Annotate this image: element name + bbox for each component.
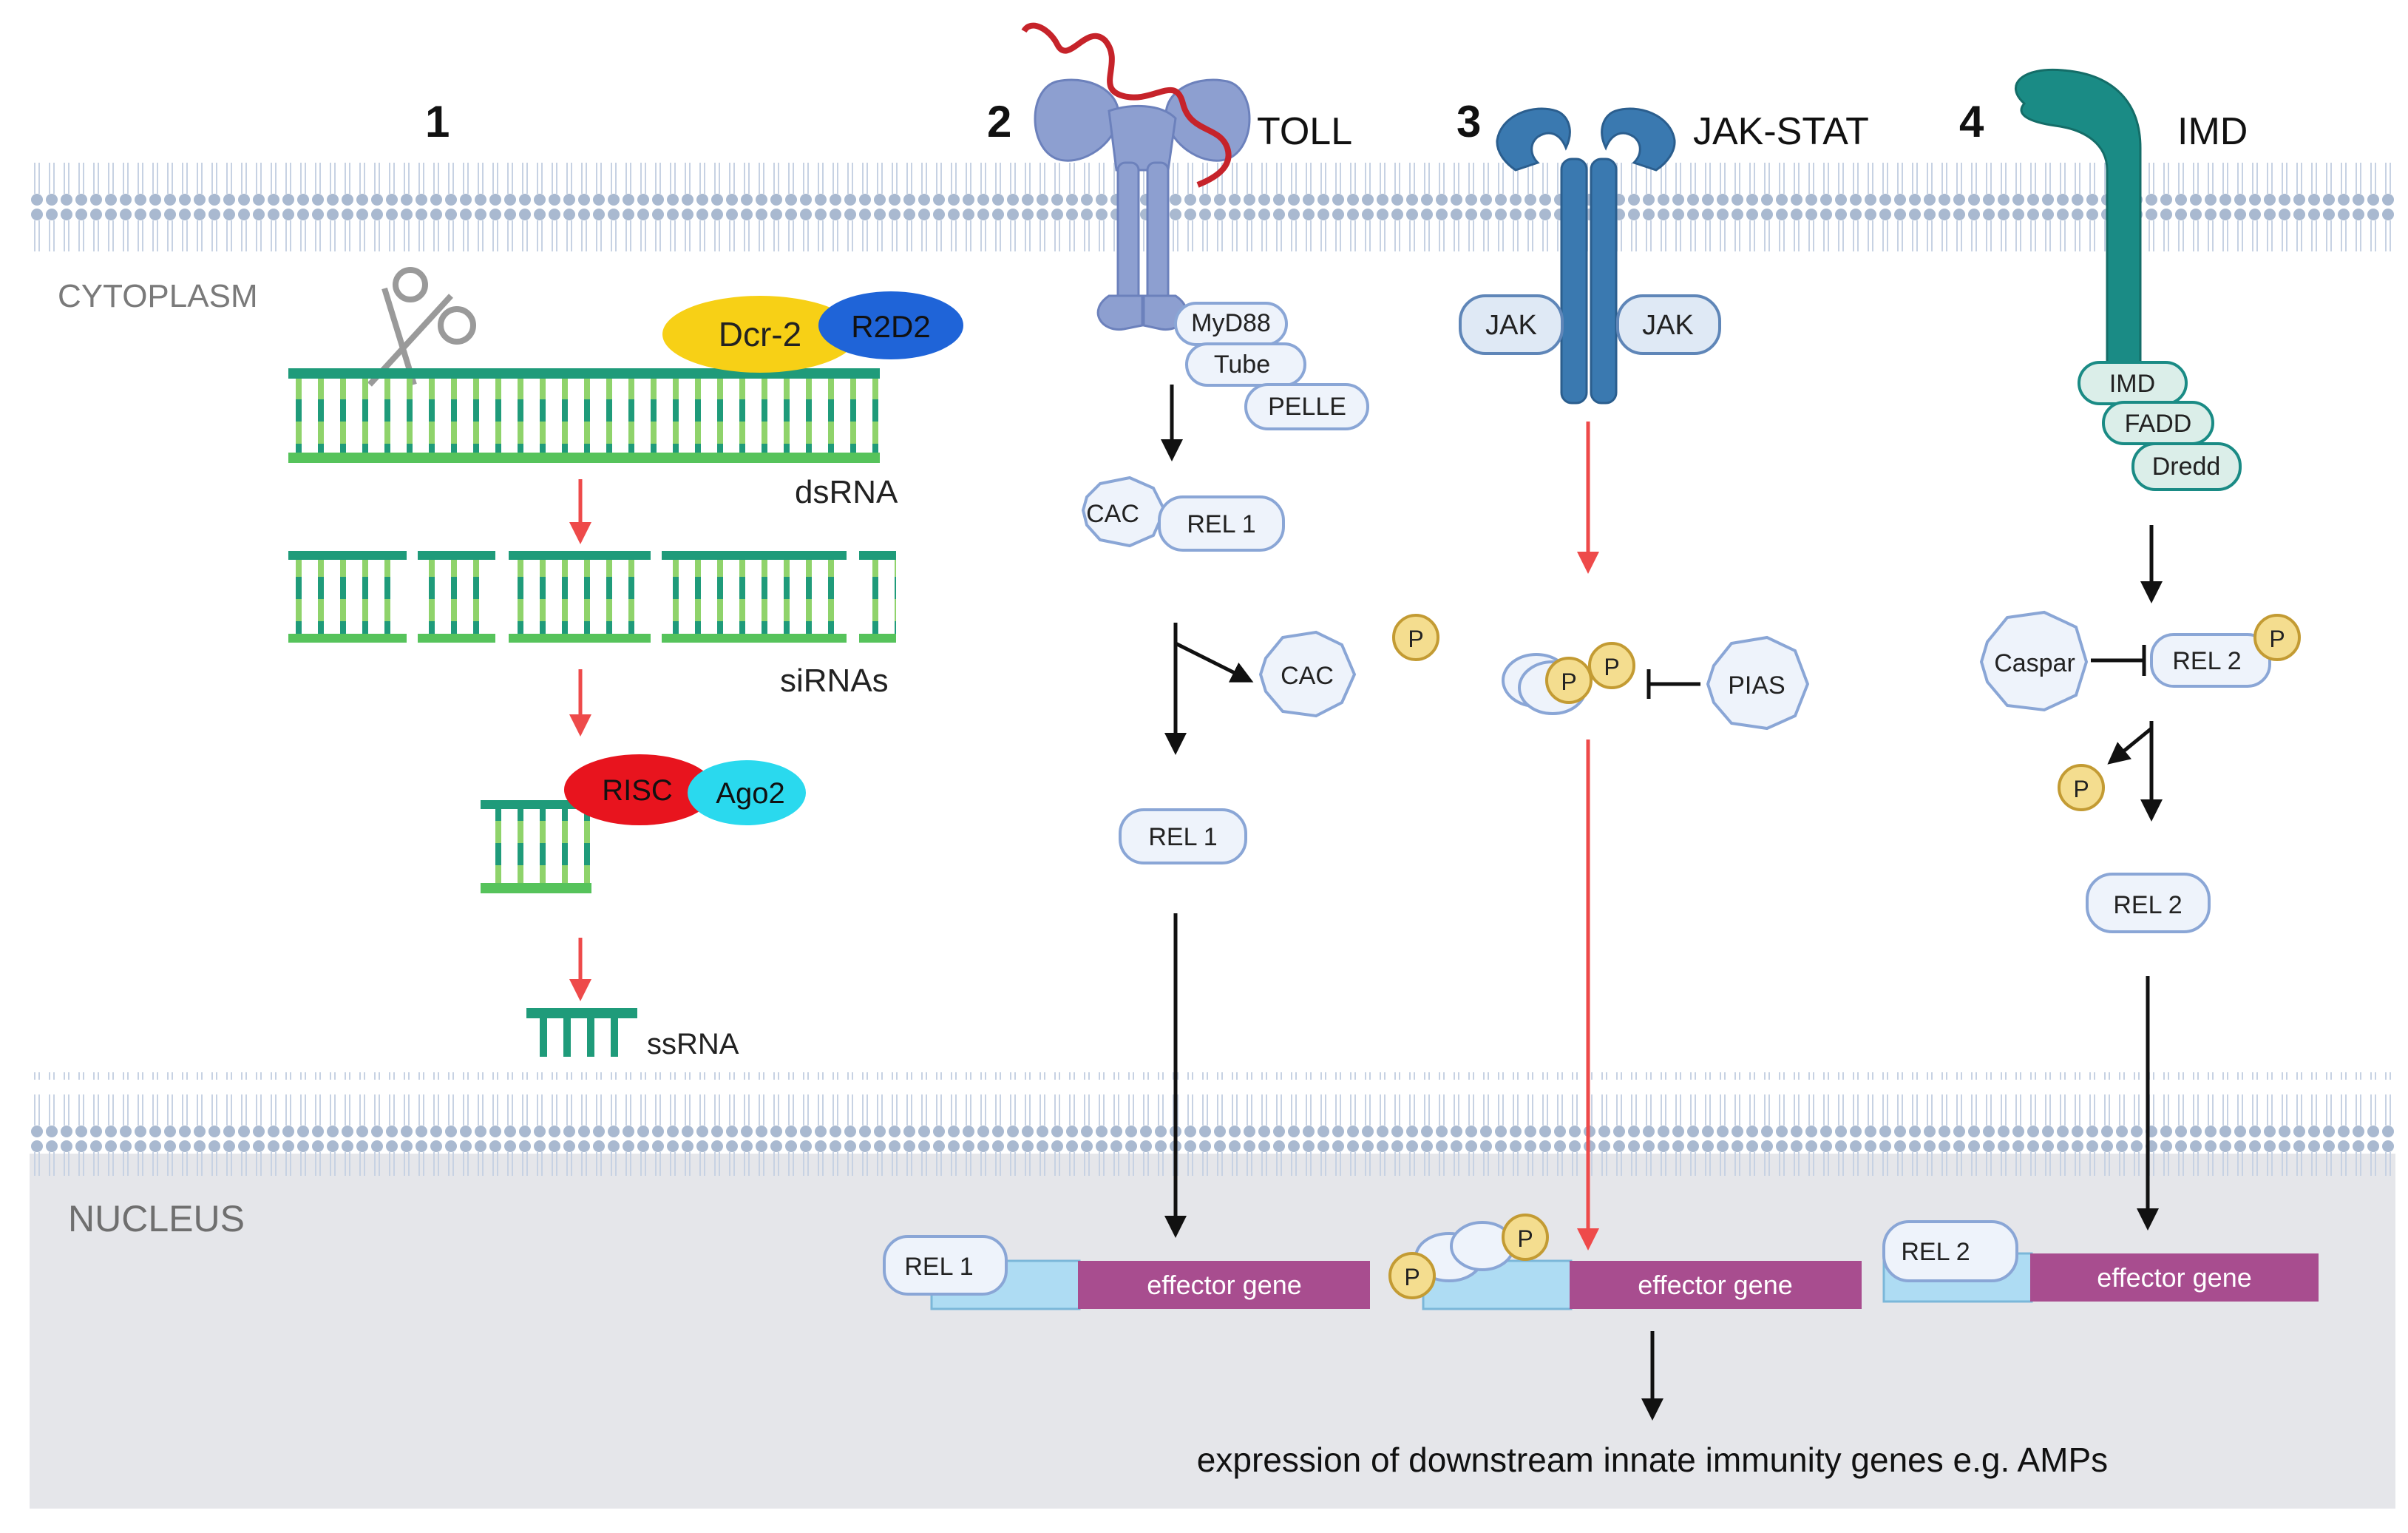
rel1-free-protein	[1119, 808, 1247, 864]
jak-effector-gene	[1570, 1261, 1862, 1309]
pias-protein	[1706, 635, 1810, 731]
jak-phospho-2-label: P	[1604, 654, 1619, 680]
sirnas-molecules	[288, 551, 896, 643]
imd-phospho-released-label: P	[2073, 776, 2089, 802]
ago2-protein	[688, 760, 806, 825]
toll-phospho-label: P	[1408, 626, 1423, 652]
nucleus-label: NUCLEUS	[68, 1198, 245, 1239]
ssrna-label: ssRNA	[647, 1028, 739, 1060]
jak-left-label: JAK	[1485, 310, 1537, 341]
pias-label: PIAS	[1728, 671, 1785, 700]
rel2-free-protein	[2086, 873, 2211, 933]
jak-phospho-3-label: P	[1404, 1264, 1420, 1290]
caspar-label: Caspar	[1994, 649, 2075, 677]
jak-phospho-1-icon	[1545, 657, 1593, 704]
nucleus-region	[30, 1154, 2395, 1509]
imd-pathway: IMD FADD Dredd Caspar REL 2 P P REL 2 ef…	[1882, 68, 2319, 1303]
jak-phospho-3-icon	[1388, 1252, 1436, 1299]
myd88-label: MyD88	[1191, 309, 1271, 337]
pathway-3-number: 3	[1456, 97, 1481, 146]
ago2-label: Ago2	[716, 777, 784, 810]
pathway-1-number: 1	[425, 97, 450, 146]
dcr2-protein	[662, 296, 858, 373]
tube-protein	[1185, 342, 1306, 387]
pelle-protein	[1244, 383, 1369, 430]
jakstat-pathway: JAK JAK P P PIAS effector gene P P	[1388, 107, 1862, 1421]
rel1-nucleus-protein	[883, 1235, 1008, 1296]
cac-label: CAC	[1086, 500, 1139, 528]
imd-effector-label: effector gene	[2097, 1262, 2252, 1293]
cytoplasm-label: CYTOPLASM	[58, 278, 258, 314]
rel2-label: REL 2	[2172, 647, 2241, 675]
rel2-nucleus-label: REL 2	[1901, 1238, 1970, 1266]
risc-label: RISC	[602, 774, 673, 807]
cac-protein	[1081, 476, 1167, 548]
pathway-2-number: 2	[987, 97, 1011, 146]
rel1-free-label: REL 1	[1148, 823, 1217, 851]
toll-effector-gene	[1078, 1261, 1370, 1309]
pathway-3-name: JAK-STAT	[1693, 110, 1869, 153]
imd-effector-gene	[2030, 1253, 2319, 1302]
fadd-label: FADD	[2125, 410, 2192, 438]
toll-receptor	[1034, 78, 1251, 331]
dsrna-label: dsRNA	[795, 474, 898, 510]
toll-ligand-icon	[1021, 22, 1232, 188]
rel2-protein	[2150, 633, 2271, 688]
sirnas-label: siRNAs	[780, 663, 889, 699]
pathway-4-number: 4	[1959, 97, 1984, 146]
jak-phospho-1-label: P	[1561, 669, 1576, 695]
r2d2-protein	[818, 291, 963, 359]
imd-label: IMD	[2109, 370, 2155, 398]
dredd-label: Dredd	[2152, 453, 2221, 481]
jak-effector-label: effector gene	[1638, 1270, 1793, 1300]
rel2-free-label: REL 2	[2113, 891, 2182, 919]
jak-receptor	[1496, 107, 1676, 405]
nuclear-membrane	[30, 1072, 2395, 1176]
dredd-protein	[2131, 442, 2242, 491]
toll-pathway: MyD88 Tube PELLE CAC REL 1 P CAC REL 1 e…	[883, 22, 1439, 1310]
expression-caption: expression of downstream innate immunity…	[1197, 1441, 2108, 1479]
tube-label: Tube	[1214, 351, 1270, 379]
rel2-nucleus-protein	[1882, 1220, 2018, 1282]
jak-phospho-4-icon	[1502, 1214, 1549, 1261]
jak-phospho-4-label: P	[1517, 1225, 1533, 1252]
imd-phospho-on-rel2-label: P	[2269, 626, 2285, 652]
risc-protein	[564, 754, 715, 825]
rel1-protein	[1158, 495, 1285, 552]
risc-sirna	[481, 800, 591, 893]
toll-cac-branch-arrow	[1174, 641, 1254, 683]
scissors-icon	[367, 267, 476, 387]
cac-released-protein	[1258, 630, 1357, 718]
cac-released-label: CAC	[1281, 662, 1334, 690]
rel1-nucleus-label: REL 1	[904, 1253, 973, 1281]
imd-phospho-release-arrow	[2107, 727, 2153, 765]
dsrna-molecule	[288, 368, 880, 463]
pelle-label: PELLE	[1268, 393, 1346, 421]
toll-phospho-icon	[1392, 614, 1439, 661]
jak-phospho-2-icon	[1588, 642, 1635, 689]
pathway-2-name: TOLL	[1257, 110, 1352, 153]
rnai-pathway: Dcr-2 R2D2 dsRNA siRNAs	[288, 267, 963, 1060]
toll-effector-label: effector gene	[1147, 1270, 1302, 1300]
r2d2-label: R2D2	[851, 309, 930, 344]
imd-phospho-released-icon	[2058, 764, 2105, 811]
pathway-4-name: IMD	[2177, 110, 2248, 153]
jak-left-protein	[1459, 294, 1564, 355]
rel1-label: REL 1	[1187, 510, 1255, 538]
jak-right-label: JAK	[1642, 310, 1694, 341]
jak-right-protein	[1616, 294, 1721, 355]
ssrna-molecule	[526, 1008, 637, 1057]
dcr2-label: Dcr-2	[719, 315, 801, 353]
caspar-protein	[1979, 610, 2089, 712]
imd-phospho-on-rel2-icon	[2253, 614, 2301, 661]
